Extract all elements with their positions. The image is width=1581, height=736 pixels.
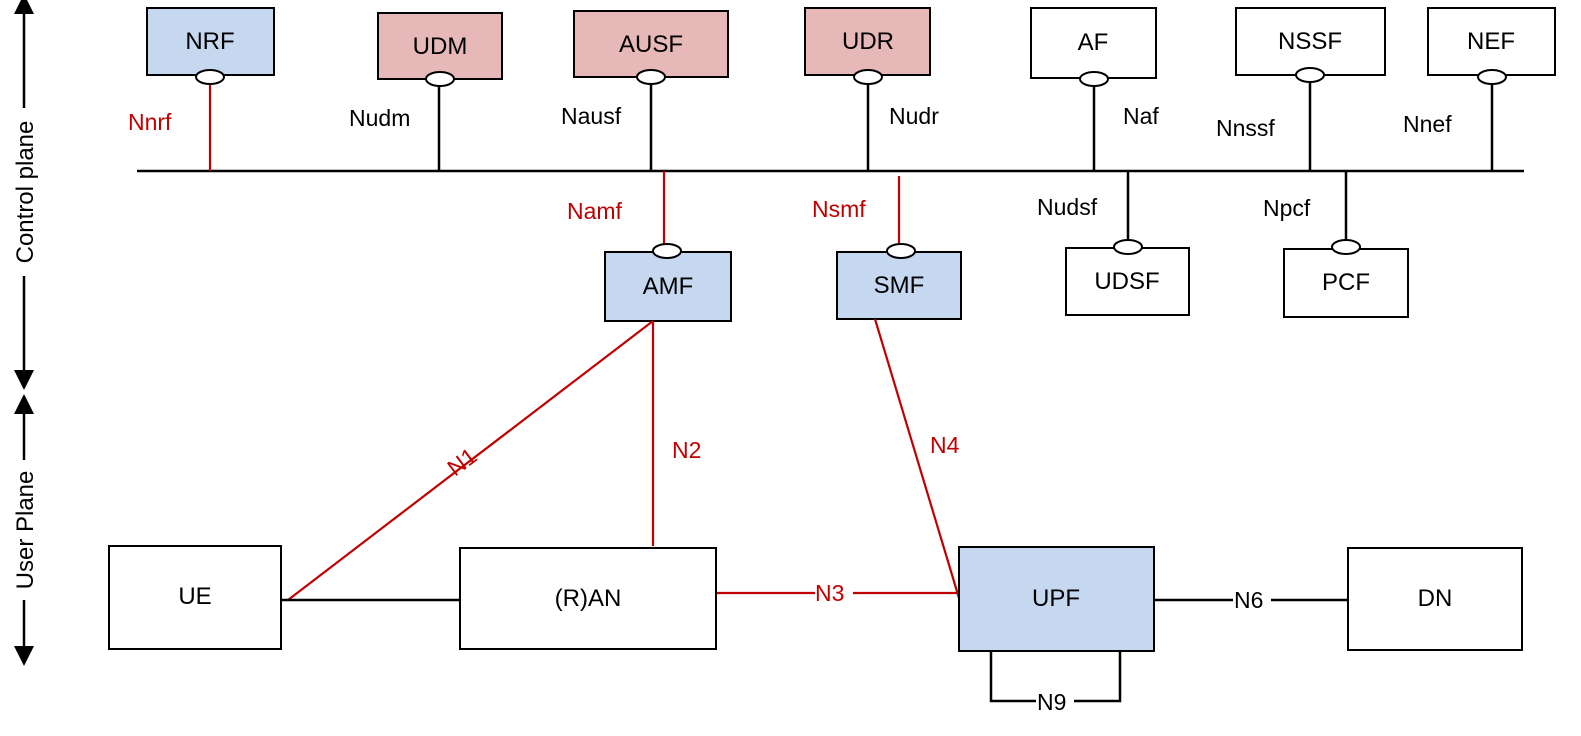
n3-label: N3 [815, 580, 844, 606]
nudsf-label: Nudsf [1037, 194, 1098, 220]
n1-line [287, 320, 654, 601]
n4-line [873, 318, 961, 599]
udm-interface-ellipse [425, 71, 455, 87]
ausf-interface-ellipse [636, 69, 666, 85]
af-label: AF [1078, 29, 1109, 56]
n3-label-bg [815, 579, 853, 605]
n9-label-bg [1036, 688, 1074, 714]
smf-label: SMF [874, 272, 925, 299]
udr-label: UDR [842, 28, 894, 55]
nsmf-label: Nsmf [812, 196, 866, 222]
dn-label: DN [1418, 585, 1453, 612]
udsf-label: UDSF [1094, 268, 1159, 295]
amf-label: AMF [643, 273, 694, 300]
amf-interface-ellipse [652, 243, 682, 259]
amf-node: AMF [604, 251, 732, 322]
nef-label: NEF [1467, 28, 1515, 55]
user-plane-label: User Plane [12, 471, 39, 590]
dn-node: DN [1347, 547, 1523, 651]
n9-label: N9 [1037, 689, 1066, 715]
af-interface-ellipse [1079, 71, 1109, 87]
naf-label: Naf [1123, 103, 1159, 129]
n2-label: N2 [672, 437, 701, 463]
nef-node: NEF [1427, 7, 1556, 76]
udr-node: UDR [804, 7, 931, 76]
user-plane-axis: User Plane [12, 394, 39, 666]
udsf-node: UDSF [1065, 247, 1190, 316]
nssf-interface-ellipse [1295, 67, 1325, 83]
n1-label: N1 [442, 443, 481, 481]
n4-label: N4 [930, 432, 960, 458]
service-interface-ellipses [195, 67, 1507, 259]
nssf-node: NSSF [1235, 7, 1386, 76]
nnrf-label: Nnrf [128, 109, 172, 135]
nudr-label: Nudr [889, 103, 939, 129]
nnssf-label: Nnssf [1216, 115, 1275, 141]
udr-interface-ellipse [853, 69, 883, 85]
smf-node: SMF [836, 251, 962, 320]
nssf-label: NSSF [1278, 28, 1342, 55]
nrf-node: NRF [146, 7, 275, 76]
upf-node: UPF [958, 546, 1155, 652]
nudm-label: Nudm [349, 105, 410, 131]
pcf-node: PCF [1283, 248, 1409, 318]
nnef-label: Nnef [1403, 111, 1452, 137]
smf-interface-ellipse [886, 243, 916, 259]
ausf-node: AUSF [573, 10, 729, 78]
n6-label: N6 [1234, 587, 1263, 613]
udm-node: UDM [377, 12, 503, 80]
nef-interface-ellipse [1477, 69, 1507, 85]
nausf-label: Nausf [561, 103, 622, 129]
ran-label: (R)AN [555, 585, 622, 612]
af-node: AF [1030, 7, 1157, 79]
ausf-label: AUSF [619, 31, 683, 58]
control-plane-axis: Control plane [12, 0, 39, 390]
ran-node: (R)AN [459, 547, 717, 650]
n6-label-bg [1233, 586, 1271, 612]
nrf-interface-ellipse [195, 69, 225, 85]
udm-label: UDM [413, 33, 468, 60]
upf-label: UPF [1032, 585, 1080, 612]
ue-label: UE [178, 583, 211, 610]
namf-label: Namf [567, 198, 623, 224]
udsf-interface-ellipse [1113, 239, 1143, 255]
nrf-label: NRF [185, 28, 234, 55]
npcf-label: Npcf [1263, 195, 1311, 221]
control-plane-label: Control plane [12, 121, 39, 264]
pcf-label: PCF [1322, 269, 1370, 296]
pcf-interface-ellipse [1331, 239, 1361, 255]
ue-node: UE [108, 545, 282, 650]
